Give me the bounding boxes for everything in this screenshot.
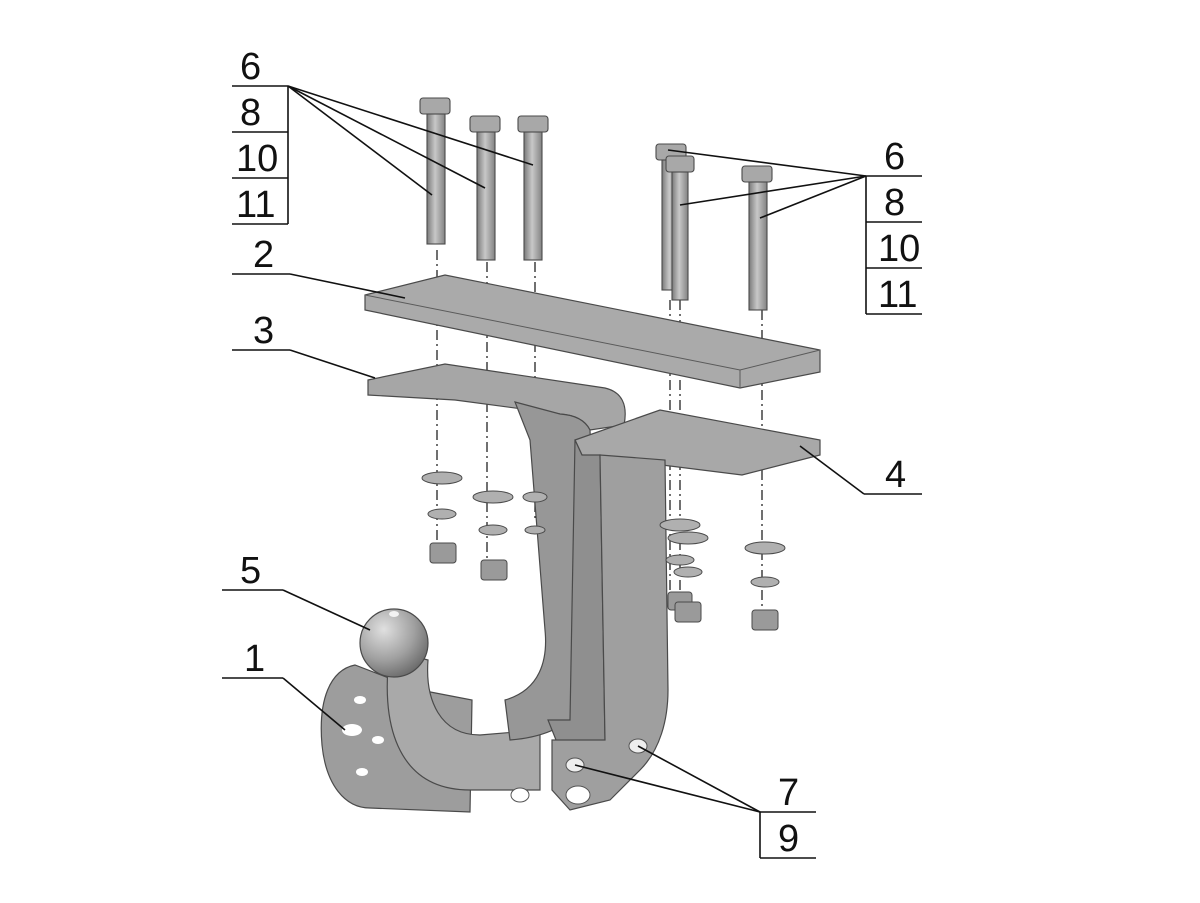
callout-right-6: 6 xyxy=(884,136,906,178)
callout-right-10: 10 xyxy=(878,228,921,270)
washers-and-nuts xyxy=(421,471,786,631)
leader-lines xyxy=(222,85,922,859)
callout-ball: 5 xyxy=(240,550,262,592)
callout-hook-body: 1 xyxy=(244,638,266,680)
callout-left-10: 10 xyxy=(236,138,279,180)
hook-body xyxy=(320,608,541,813)
right-bracket xyxy=(510,409,821,811)
callout-left-8: 8 xyxy=(240,92,262,134)
ball-sphere xyxy=(359,608,429,678)
callout-right-8: 8 xyxy=(884,182,906,224)
callout-right-bracket: 4 xyxy=(885,454,907,496)
callout-plate: 2 xyxy=(253,234,275,276)
top-plate xyxy=(364,274,821,389)
callout-right-11: 11 xyxy=(878,274,918,316)
callout-bottom-9: 9 xyxy=(778,818,800,860)
bolts xyxy=(419,97,773,311)
callout-left-11: 11 xyxy=(236,184,276,226)
callout-left-bracket: 3 xyxy=(253,310,275,352)
callout-left-6: 6 xyxy=(240,46,262,88)
callout-bottom-7: 7 xyxy=(778,772,800,814)
